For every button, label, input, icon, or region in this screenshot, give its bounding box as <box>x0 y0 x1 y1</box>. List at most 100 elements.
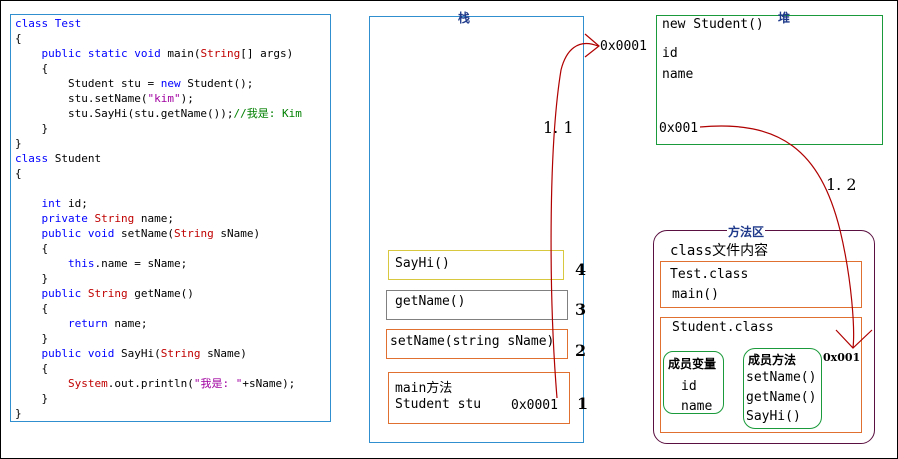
code-token: stu.SayHi(stu.getName()); <box>15 107 234 120</box>
method-area-header: class文件内容 <box>670 243 769 259</box>
code-token: { <box>15 62 49 75</box>
stack-frame-sayhi-label: SayHi() <box>395 256 450 271</box>
stack-num-4: 4 <box>575 260 587 279</box>
code-token: { <box>15 32 22 45</box>
code-line: } <box>15 271 48 286</box>
code-token: private <box>41 212 88 225</box>
code-line: { <box>15 361 48 376</box>
code-token: new <box>160 77 181 90</box>
code-token: { <box>15 302 49 315</box>
stack-top-address: 0x0001 <box>600 39 647 54</box>
code-token: public <box>41 287 82 300</box>
code-token: id; <box>61 197 88 210</box>
code-token: ); <box>180 92 194 105</box>
stack-frame-getname-label: getName() <box>395 294 466 309</box>
student-class-box <box>660 317 862 433</box>
code-line: public static void main(String[] args) <box>15 46 294 61</box>
member-method-getname: getName() <box>746 390 817 405</box>
arrow-label-1-1: 1. 1 <box>543 118 574 137</box>
heap-object-header: new Student() <box>662 17 764 32</box>
code-token: { <box>15 362 49 375</box>
test-class-box <box>660 261 862 308</box>
stack-title: 栈 <box>458 11 471 25</box>
code-token: String <box>173 227 214 240</box>
code-line: class Student <box>15 151 101 166</box>
code-token: setName( <box>114 227 174 240</box>
code-line: class Test <box>15 16 81 31</box>
code-token: System <box>67 377 108 390</box>
code-token: } <box>15 122 49 135</box>
heap-field-name: name <box>662 67 694 82</box>
code-token: name; <box>107 317 148 330</box>
code-token: "kim" <box>147 92 181 105</box>
code-line: public String getName() <box>15 286 194 301</box>
arrow-head-top <box>584 33 600 58</box>
code-token: { <box>15 167 22 180</box>
code-token: } <box>15 272 49 285</box>
stack-num-3: 3 <box>575 300 587 319</box>
code-token: SayHi( <box>114 347 161 360</box>
code-token: main( <box>160 47 201 60</box>
stack-num-1: 1 <box>577 394 589 413</box>
code-line: { <box>15 31 22 46</box>
code-token: String <box>94 212 135 225</box>
heap-title: 堆 <box>778 11 791 25</box>
code-line: return name; <box>15 316 148 331</box>
test-class-name: Test.class <box>670 267 749 282</box>
method-area-address: 0x001 <box>823 351 861 364</box>
code-token: String <box>87 287 128 300</box>
code-token: class Test <box>15 17 82 30</box>
code-line: Student stu = new Student(); <box>15 76 253 91</box>
code-token: "我是: " <box>193 377 243 390</box>
stack-frame-setname-label: setName(string sName) <box>390 334 555 349</box>
stack-frame-sayhi <box>388 250 564 280</box>
code-line: { <box>15 301 48 316</box>
code-token: String <box>200 47 241 60</box>
member-method-sayhi: SayHi() <box>746 409 801 424</box>
code-line: stu.setName("kim"); <box>15 91 194 106</box>
method-area-title: 方法区 <box>727 223 766 240</box>
arrow-head-class <box>835 329 873 349</box>
stack-area <box>369 16 584 443</box>
code-line: this.name = sName; <box>15 256 187 271</box>
code-token: } <box>15 407 22 420</box>
code-token: class <box>15 152 49 165</box>
code-line: stu.SayHi(stu.getName());//我是: Kim <box>15 106 302 121</box>
code-token: return <box>67 317 108 330</box>
code-token: { <box>15 242 49 255</box>
member-vars-title: 成员变量 <box>668 357 717 371</box>
code-token: int <box>41 197 62 210</box>
code-line: { <box>15 166 22 181</box>
code-token: } <box>15 332 49 345</box>
arrow-heap-to-class <box>699 125 855 349</box>
heap-address: 0x001 <box>659 121 699 136</box>
stack-frame-getname <box>386 290 568 320</box>
code-line: public void setName(String sName) <box>15 226 261 241</box>
code-token: //我是: Kim <box>233 107 302 120</box>
code-line: } <box>15 406 22 421</box>
code-token: Student stu = <box>15 77 161 90</box>
code-token: sName) <box>200 347 247 360</box>
code-token: .name = sName; <box>94 257 188 270</box>
member-vars-box <box>663 351 724 414</box>
stack-frame-main <box>388 372 570 424</box>
code-line: } <box>15 331 48 346</box>
heap-field-id: id <box>662 46 678 61</box>
code-line: private String name; <box>15 211 174 226</box>
member-var-id: id <box>681 379 697 394</box>
code-token: name; <box>134 212 174 225</box>
code-token: +sName); <box>242 377 296 390</box>
member-methods-box <box>743 348 822 429</box>
code-token: } <box>15 392 49 405</box>
stack-frame-main-var: Student stu <box>395 397 482 412</box>
stack-frame-main-label: main方法 <box>395 381 453 396</box>
member-var-name: name <box>681 399 713 414</box>
heap-area <box>656 15 883 145</box>
code-token: } <box>15 137 22 150</box>
code-line: } <box>15 391 48 406</box>
code-token: this <box>67 257 95 270</box>
code-token: public void <box>41 227 115 240</box>
code-line: } <box>15 121 48 136</box>
code-token: getName() <box>127 287 194 300</box>
